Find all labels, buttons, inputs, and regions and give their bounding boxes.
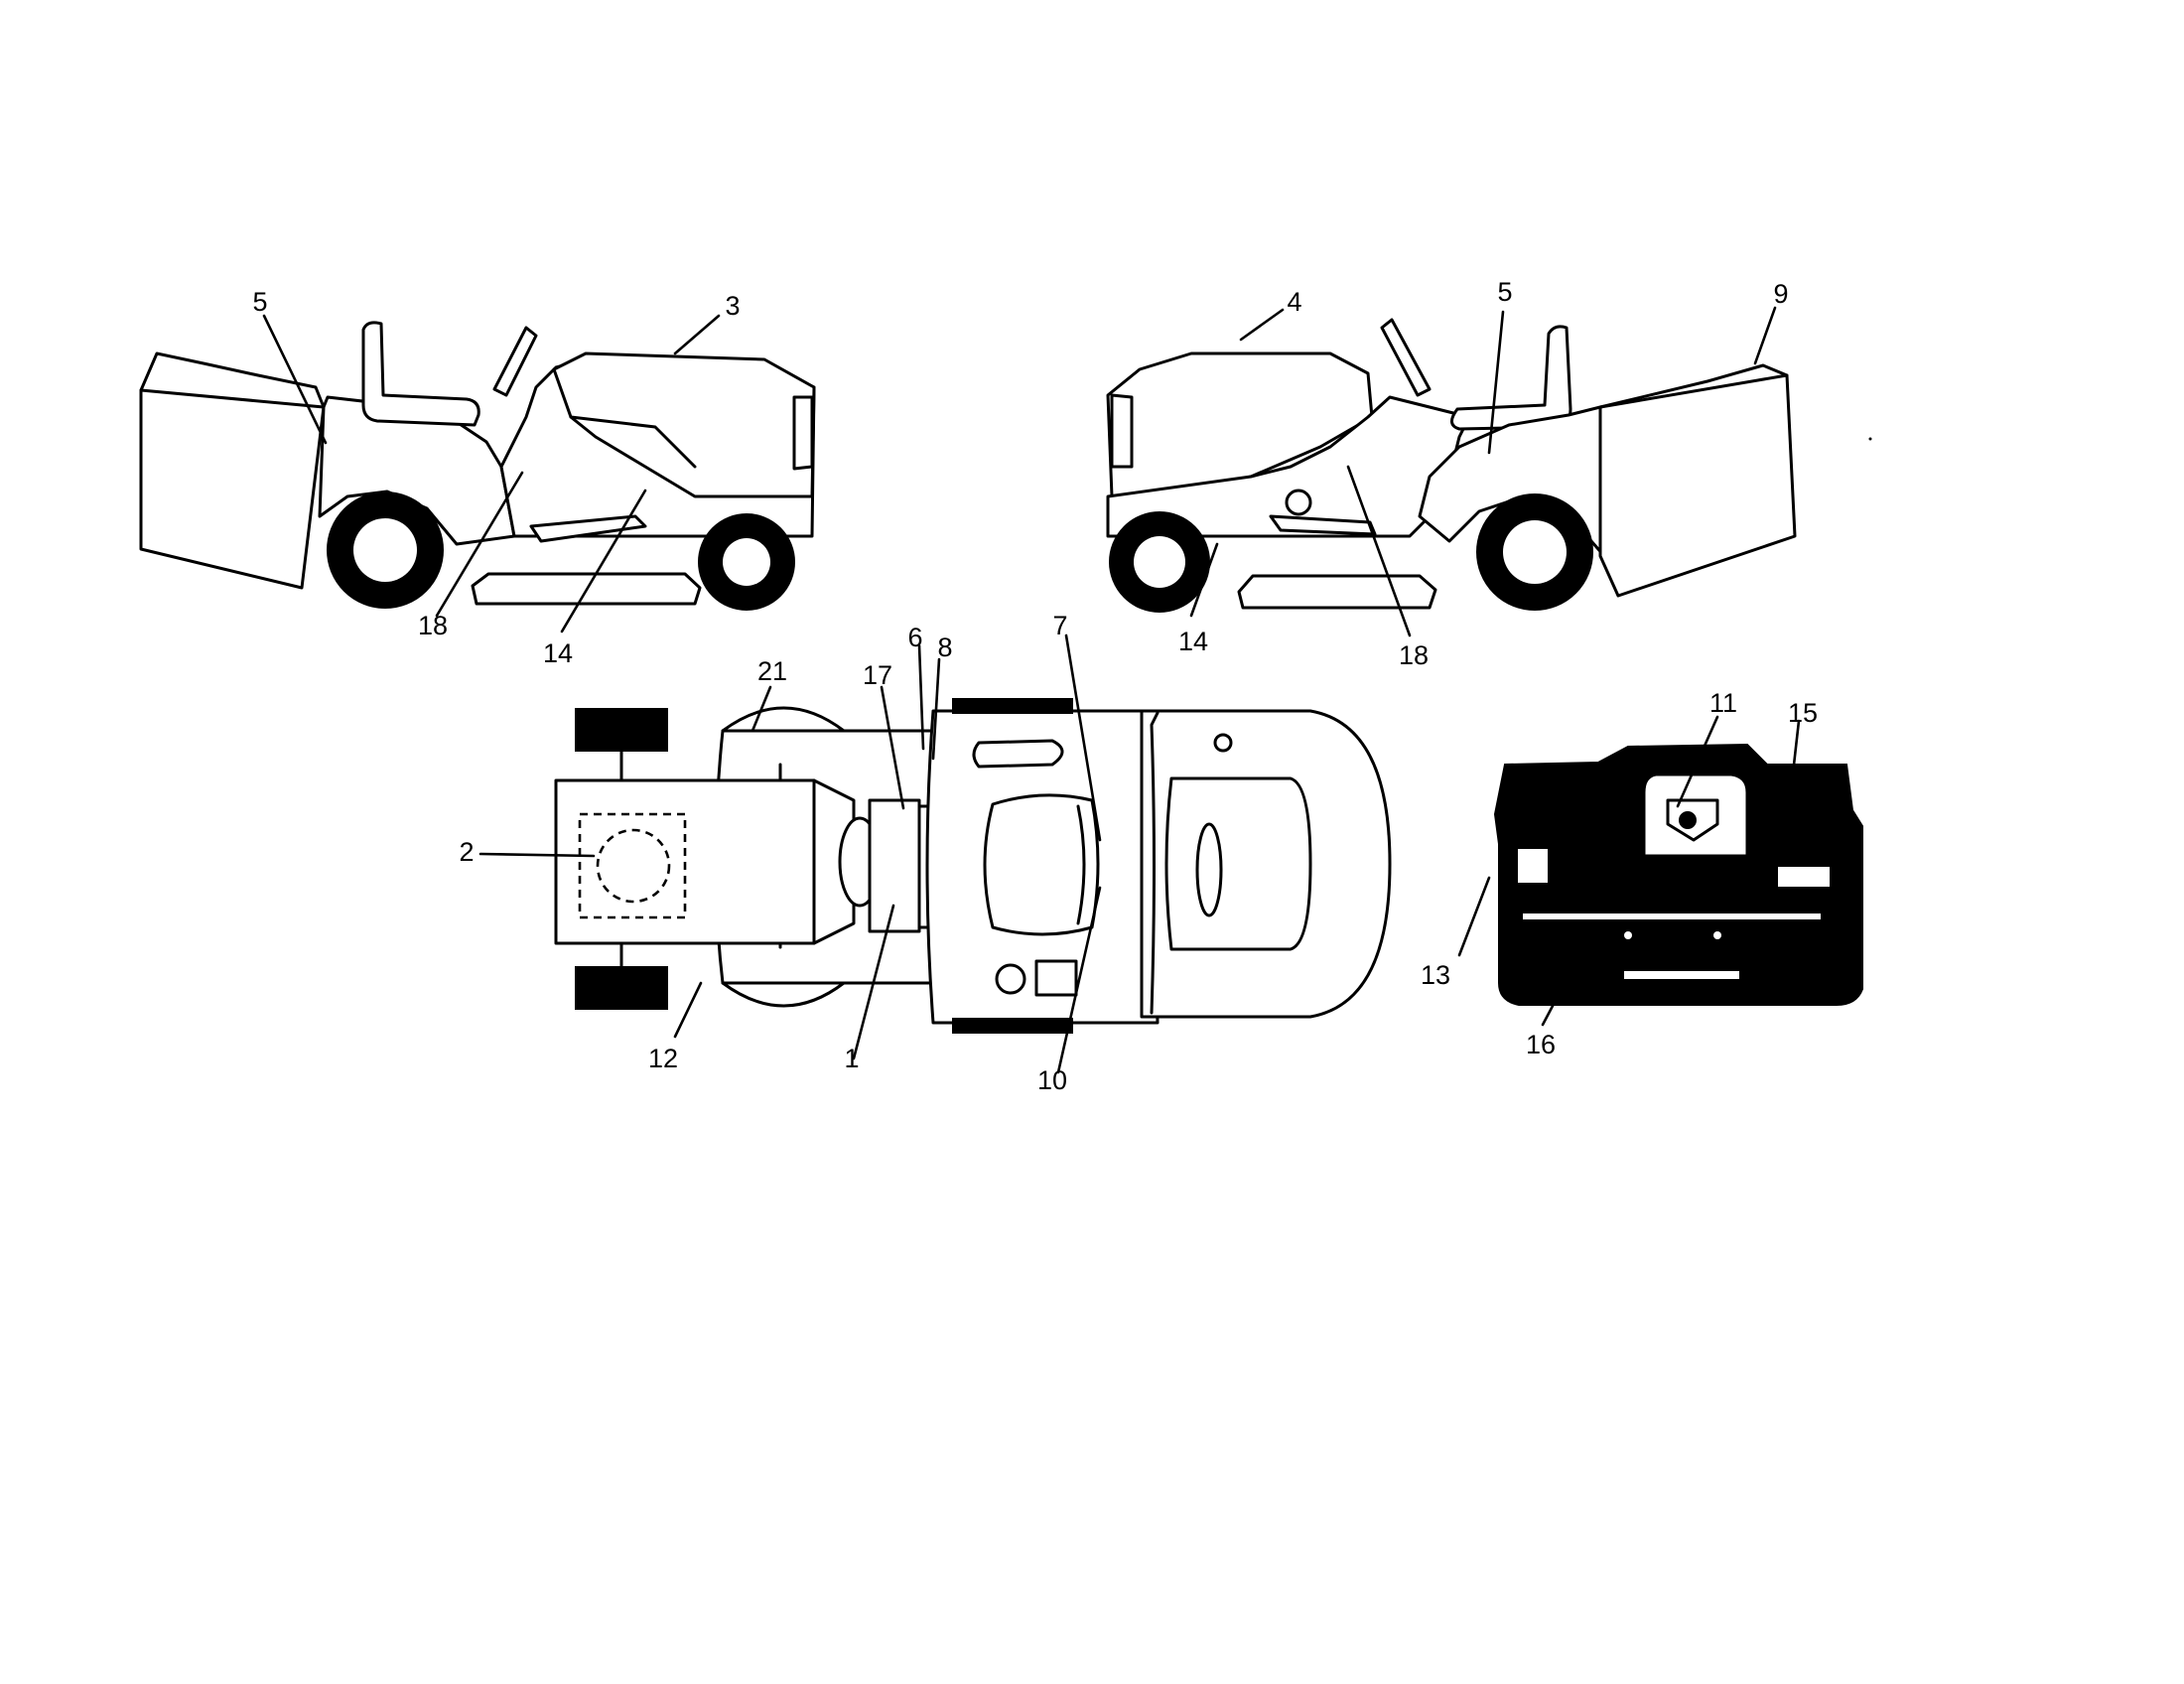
callout-top-8: 8	[937, 632, 952, 662]
callout-top-2: 2	[459, 837, 474, 867]
grass-bag	[1598, 363, 1797, 598]
callout-right-5: 5	[1497, 277, 1512, 307]
tractor-top-view	[554, 698, 1392, 1034]
callout-top-12: 12	[648, 1044, 678, 1073]
callout-labels: 5 3 18 14 4 5 9 14 18 21 17 6 8 7 2 12 1…	[252, 277, 1818, 1095]
callout-rear-13: 13	[1421, 960, 1450, 990]
callout-left-5: 5	[252, 287, 267, 317]
tractor-rear-view	[1493, 743, 1863, 1006]
hood	[552, 351, 816, 498]
callout-rear-16: 16	[1526, 1030, 1556, 1059]
tractor-right-side-view	[1106, 318, 1797, 613]
callout-top-17: 17	[863, 660, 892, 690]
seat	[1450, 325, 1572, 431]
callout-top-1: 1	[844, 1044, 859, 1073]
callout-top-10: 10	[1037, 1065, 1067, 1095]
mower-deck	[1237, 574, 1437, 610]
callout-left-14: 14	[543, 638, 573, 668]
callout-left-3: 3	[725, 291, 740, 321]
rear-body	[1493, 743, 1863, 1006]
grass-bag	[139, 351, 326, 590]
callout-rear-11: 11	[1709, 688, 1737, 718]
callout-top-6: 6	[907, 623, 922, 652]
callout-rear-15: 15	[1788, 698, 1818, 728]
rear-tire-bottom	[575, 966, 668, 1010]
seat	[361, 321, 480, 427]
rear-tire-top	[575, 708, 668, 752]
callout-top-21: 21	[757, 656, 787, 686]
callout-left-18: 18	[418, 611, 448, 640]
callout-right-18: 18	[1399, 640, 1429, 670]
callout-right-14: 14	[1178, 627, 1208, 656]
tractor-left-side-view	[139, 321, 816, 611]
leader-lines	[262, 306, 1801, 1074]
callout-top-7: 7	[1052, 611, 1067, 640]
callout-right-4: 4	[1287, 287, 1301, 317]
callout-right-9: 9	[1773, 279, 1788, 309]
